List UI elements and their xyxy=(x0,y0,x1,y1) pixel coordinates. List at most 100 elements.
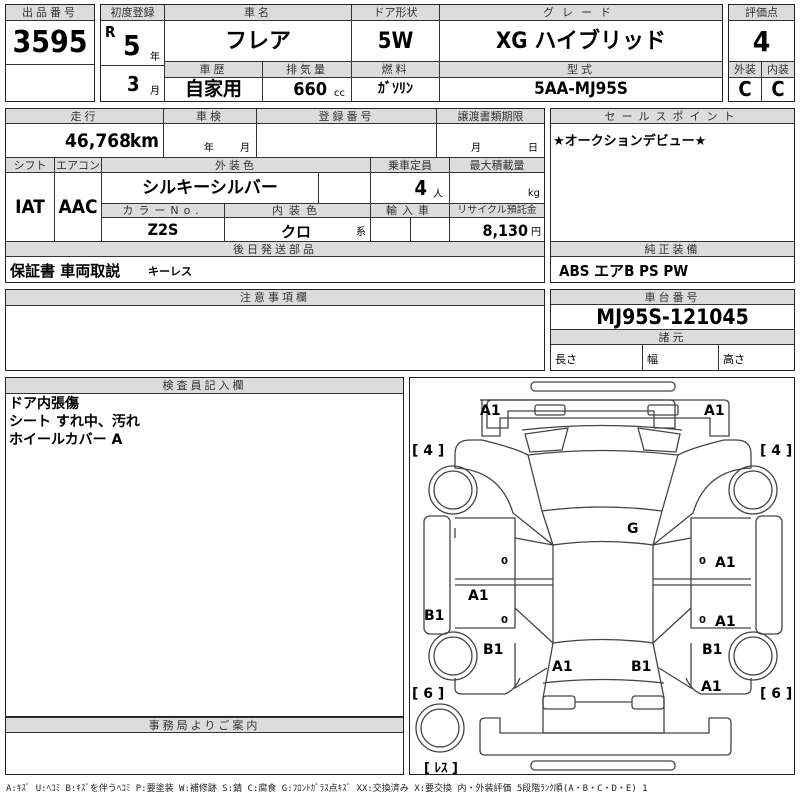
specs-label: 諸元 xyxy=(551,330,794,345)
sales-point-box: セールスポイント ★オークションデビュー★ 純正装備 ABS エアB PS PW xyxy=(550,108,795,283)
month-unit: 月 xyxy=(150,86,160,97)
ext-color-label: 外装色 xyxy=(102,158,371,173)
ext-color-value: シルキーシルバー xyxy=(102,173,319,204)
mileage-unit: km xyxy=(129,130,159,152)
history-value: 自家用 xyxy=(165,78,263,101)
damage-mark: B1 xyxy=(631,659,651,675)
inspection-year-unit: 年 xyxy=(204,143,214,154)
grade-value: XG ハイブリッド xyxy=(440,21,722,62)
spec-height: 高さ xyxy=(723,353,745,366)
damage-mark: B1 xyxy=(483,642,503,658)
int-score: C xyxy=(771,78,785,101)
damage-mark: A1 xyxy=(552,659,573,675)
tire-front-right: [ 4 ] xyxy=(760,443,792,459)
shift-value: IAT xyxy=(6,173,55,242)
inspection-cell: 年 月 xyxy=(164,124,257,158)
damage-mark: 0 xyxy=(699,556,706,567)
lot-label: 出品番号 xyxy=(6,5,94,21)
damage-mark: A1 xyxy=(701,679,722,695)
door-label: ドア形状 xyxy=(352,5,440,21)
vehicle-info-box: 初度登録 R 5 年 3 月 車名 フレア ドア形状 5W グレード XG ハイ… xyxy=(100,4,723,102)
car-outline xyxy=(415,381,783,771)
grade-label: グレード xyxy=(440,5,722,21)
damage-mark: 0 xyxy=(501,556,508,567)
details-box: 走行 46,768 km 車検 年 月 登録番号 譲渡書類期限 月 日 シフト … xyxy=(5,108,545,283)
fuel-value: ｶﾞｿﾘﾝ xyxy=(352,78,440,101)
damage-mark: B1 xyxy=(702,642,722,658)
later-parts-cell: 保証書 車両取説 キーレス xyxy=(6,257,544,282)
displacement-unit: cc xyxy=(334,88,345,99)
score-value: 4 xyxy=(729,21,794,62)
equipment-value: ABS エアB PS PW xyxy=(559,262,689,280)
score-label: 評価点 xyxy=(729,5,794,21)
capacity-value: 4 xyxy=(414,176,427,200)
damage-mark: A1 xyxy=(468,588,489,604)
import-cell-1 xyxy=(371,218,411,242)
inspector-line: シート すれ中、汚れ xyxy=(9,414,140,430)
tire-rear-left: [ 6 ] xyxy=(412,686,444,702)
aircon-value: AAC xyxy=(55,173,102,242)
year-unit: 年 xyxy=(150,52,160,63)
damage-mark: A1 xyxy=(704,403,725,419)
ext-color-extra xyxy=(319,173,371,204)
import-cell-2 xyxy=(411,218,450,242)
recycle-cell: 8,130 円 xyxy=(450,218,544,242)
chassis-value: MJ95S-121045 xyxy=(551,305,794,330)
displacement-value: 660 xyxy=(293,79,327,100)
car-name: フレア xyxy=(165,21,352,62)
damage-marks: A1 A1 G A1 A1 B1 A1 B1 B1 A1 B1 A1 0 0 0… xyxy=(412,403,792,776)
lot-number: 3595 xyxy=(6,21,94,65)
spec-length: 長さ xyxy=(551,345,643,370)
damage-mark: A1 xyxy=(715,555,736,571)
damage-mark: 0 xyxy=(699,615,706,626)
capacity-label: 乗車定員 xyxy=(371,158,450,173)
ext-label: 外装 xyxy=(729,62,762,78)
int-color-suffix: 系 xyxy=(356,227,366,238)
inspection-month-unit: 月 xyxy=(240,143,250,154)
mileage-cell: 46,768 km xyxy=(6,124,164,158)
recycle-unit: 円 xyxy=(531,227,541,238)
first-reg-year-cell: R 5 年 xyxy=(101,21,165,66)
import-label: 輸入車 xyxy=(371,204,450,218)
tire-front-left: [ 4 ] xyxy=(412,443,444,459)
int-color-cell: クロ 系 xyxy=(225,218,371,242)
spare-tire: [ ﾚｽ ] xyxy=(424,761,458,776)
notes-label: 注意事項欄 xyxy=(6,290,544,306)
score-box: 評価点 4 外装 内装 C C xyxy=(728,4,795,102)
color-no-label: カラーNo. xyxy=(102,204,225,218)
displacement-cell: 660 cc xyxy=(263,78,352,101)
transfer-day-unit: 日 xyxy=(528,143,538,154)
color-no-value: Z2S xyxy=(102,218,225,242)
shift-label: シフト xyxy=(6,158,55,173)
spec-width: 幅 xyxy=(643,345,719,370)
chassis-box: 車台番号 MJ95S-121045 諸元 長さ 幅 高さ xyxy=(550,289,795,371)
fuel-label: 燃料 xyxy=(352,62,440,78)
inspector-line: ドア内張傷 xyxy=(9,396,79,412)
aircon-label: エアコン xyxy=(55,158,102,173)
inspector-box: 検査員記入欄 ドア内張傷 シート すれ中、汚れ ホイールカバー A xyxy=(5,377,404,717)
later-parts-label: 後日発送部品 xyxy=(6,242,544,257)
first-reg-month-cell: 3 月 xyxy=(101,66,165,101)
sales-point-value: ★オークションデビュー★ xyxy=(551,124,794,242)
reg-year: 5 xyxy=(123,29,141,62)
notes-box: 注意事項欄 xyxy=(5,289,545,371)
max-load-label: 最大積載量 xyxy=(450,158,544,173)
office-box: 事務局よりご案内 xyxy=(5,717,404,775)
inspection-label: 車検 xyxy=(164,109,257,124)
first-reg-label: 初度登録 xyxy=(101,5,165,21)
int-label: 内装 xyxy=(762,62,794,78)
damage-mark: B1 xyxy=(424,608,444,624)
equipment-label: 純正装備 xyxy=(551,242,794,257)
transfer-label: 譲渡書類期限 xyxy=(437,109,544,124)
inspector-label: 検査員記入欄 xyxy=(6,378,403,394)
office-label: 事務局よりご案内 xyxy=(6,717,403,733)
later-parts-sub: キーレス xyxy=(148,265,192,278)
chassis-label: 車台番号 xyxy=(551,290,794,305)
capacity-unit: 人 xyxy=(433,189,443,200)
lot-box: 出品番号 3595 xyxy=(5,4,95,102)
inspector-notes: ドア内張傷 シート すれ中、汚れ ホイールカバー A xyxy=(9,395,140,449)
damage-mark: A1 xyxy=(480,403,501,419)
sales-point-label: セールスポイント xyxy=(551,109,794,124)
recycle-value: 8,130 xyxy=(482,221,528,240)
door-value: 5W xyxy=(352,21,440,62)
